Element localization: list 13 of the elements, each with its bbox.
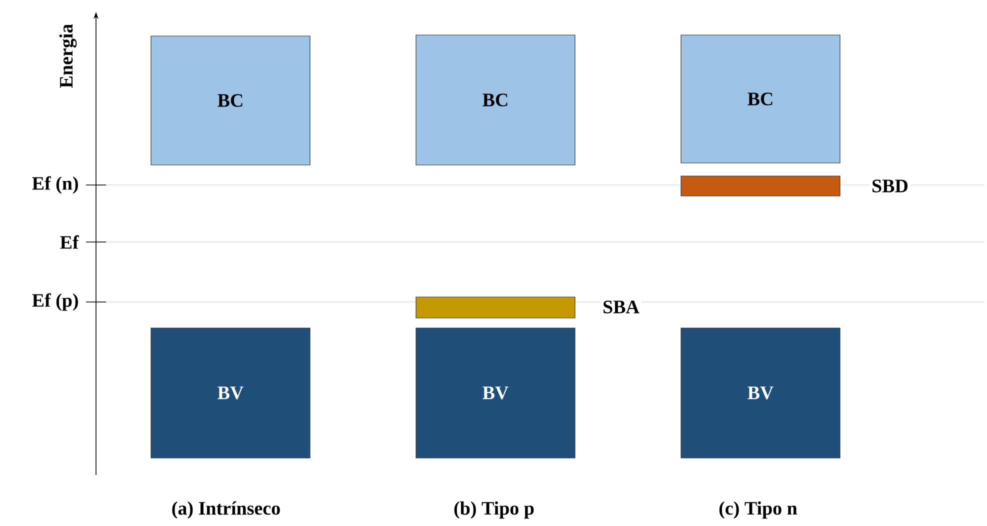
panel-caption: (a) Intrínseco [172, 501, 280, 519]
band-box: BV [416, 328, 576, 458]
band-box: BC [680, 34, 840, 164]
band-box: BV [150, 328, 310, 458]
band-label: SBD [870, 178, 910, 194]
band-bar [680, 176, 840, 196]
level-label: Ef [60, 235, 79, 249]
band-label: SBA [600, 298, 642, 316]
level-label: Ef (n) [32, 176, 78, 194]
band-box: BV [680, 328, 840, 458]
band-box: BC [150, 36, 310, 166]
band-bar [416, 296, 576, 318]
band-box: BC [416, 34, 576, 166]
